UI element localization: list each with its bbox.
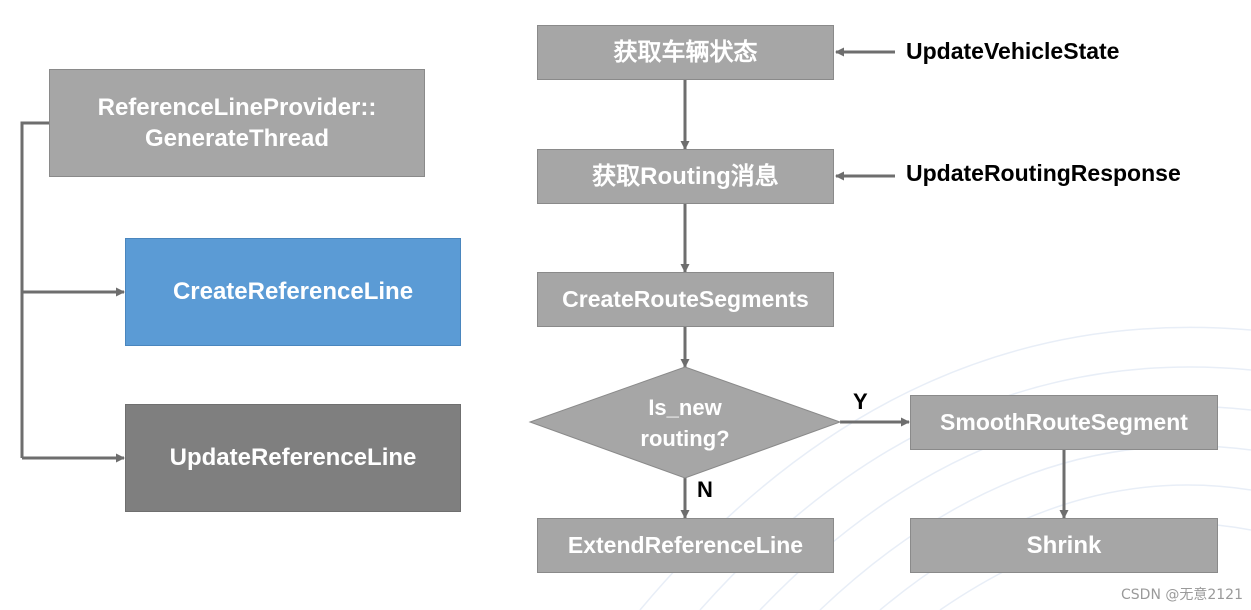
provider-line-2: GenerateThread bbox=[144, 125, 330, 152]
watermark: CSDN @无意2121 bbox=[1121, 587, 1243, 603]
update-vehicle-state-label: UpdateVehicleState bbox=[906, 38, 1120, 64]
decision-line-2: routing? bbox=[640, 425, 730, 451]
decision-line-1: Is_new bbox=[648, 395, 722, 420]
create-reference-line-label: CreateReferenceLine bbox=[172, 278, 414, 306]
update-routing-response-label: UpdateRoutingResponse bbox=[906, 160, 1181, 186]
no-label: N bbox=[697, 477, 713, 502]
get-routing-message-box: 获取Routing消息 bbox=[537, 149, 834, 204]
smooth-route-segment-box: SmoothRouteSegment bbox=[910, 395, 1218, 450]
decision-label: Is_new routing? bbox=[585, 393, 785, 455]
yes-label: Y bbox=[853, 389, 868, 414]
get-vehicle-state-box: 获取车辆状态 bbox=[537, 25, 834, 80]
decision-diamond bbox=[528, 366, 842, 479]
left-bracket-line bbox=[20, 121, 50, 458]
shrink-box: Shrink bbox=[910, 518, 1218, 573]
provider-line-1: ReferenceLineProvider:: bbox=[97, 93, 377, 121]
extend-reference-line-box: ExtendReferenceLine bbox=[537, 518, 834, 573]
create-route-segments-box: CreateRouteSegments bbox=[537, 272, 834, 327]
create-reference-line-box: CreateReferenceLine bbox=[125, 238, 461, 346]
update-reference-line-box: UpdateReferenceLine bbox=[125, 404, 461, 512]
create-route-segments-label: CreateRouteSegments bbox=[562, 285, 809, 312]
reference-line-provider-box: ReferenceLineProvider:: GenerateThread bbox=[49, 69, 425, 177]
extend-reference-line-label: ExtendReferenceLine bbox=[567, 531, 804, 558]
get-vehicle-state-label: 获取车辆状态 bbox=[613, 38, 758, 66]
update-reference-line-label: UpdateReferenceLine bbox=[169, 444, 417, 472]
get-routing-message-label: 获取Routing消息 bbox=[592, 162, 779, 190]
smooth-route-segment-label: SmoothRouteSegment bbox=[940, 408, 1188, 435]
shrink-label: Shrink bbox=[1026, 531, 1102, 559]
